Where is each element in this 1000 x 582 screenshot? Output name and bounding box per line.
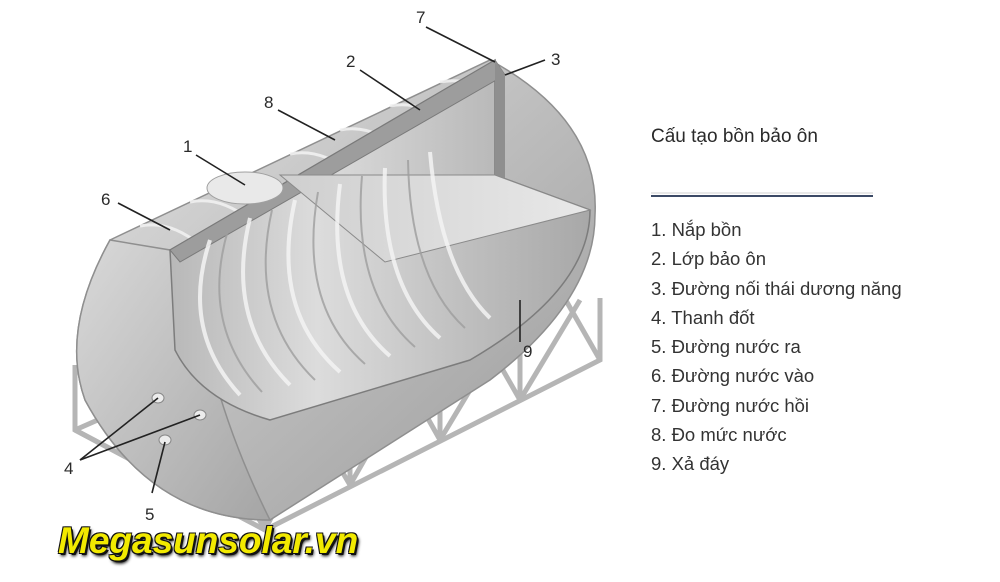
leader-lines — [79, 26, 546, 494]
legend-list: 1. Nắp bồn 2. Lớp bảo ôn 3. Đường nối th… — [651, 215, 902, 479]
callout-9: 9 — [523, 342, 533, 361]
callout-1: 1 — [183, 137, 193, 156]
legend-item-6: 6. Đường nước vào — [651, 365, 815, 387]
legend-item-5: 5. Đường nước ra — [651, 336, 801, 358]
callout-2: 2 — [346, 52, 356, 71]
callout-3: 3 — [551, 50, 561, 69]
legend-item-9: 9. Xả đáy — [651, 453, 730, 475]
callout-8: 8 — [264, 93, 274, 112]
legend-item-8: 8. Đo mức nước — [651, 424, 787, 446]
callout-7: 7 — [416, 8, 426, 27]
brand-watermark: Megasunsolar.vn — [58, 520, 359, 561]
legend-item-2: 2. Lớp bảo ôn — [651, 248, 767, 270]
legend-item-1: 1. Nắp bồn — [651, 219, 742, 240]
tank-cutaway — [169, 58, 592, 421]
legend-item-3: 3. Đường nối thái dương năng — [651, 277, 902, 299]
panel-title: Cấu tạo bồn bảo ôn — [651, 126, 818, 147]
legend-item-4: 4. Thanh đốt — [651, 306, 755, 328]
tank-lid — [206, 171, 284, 205]
callout-4: 4 — [64, 459, 74, 478]
callout-5: 5 — [145, 505, 155, 524]
callout-6: 6 — [101, 190, 111, 209]
legend-item-7: 7. Đường nước hồi — [651, 394, 810, 416]
